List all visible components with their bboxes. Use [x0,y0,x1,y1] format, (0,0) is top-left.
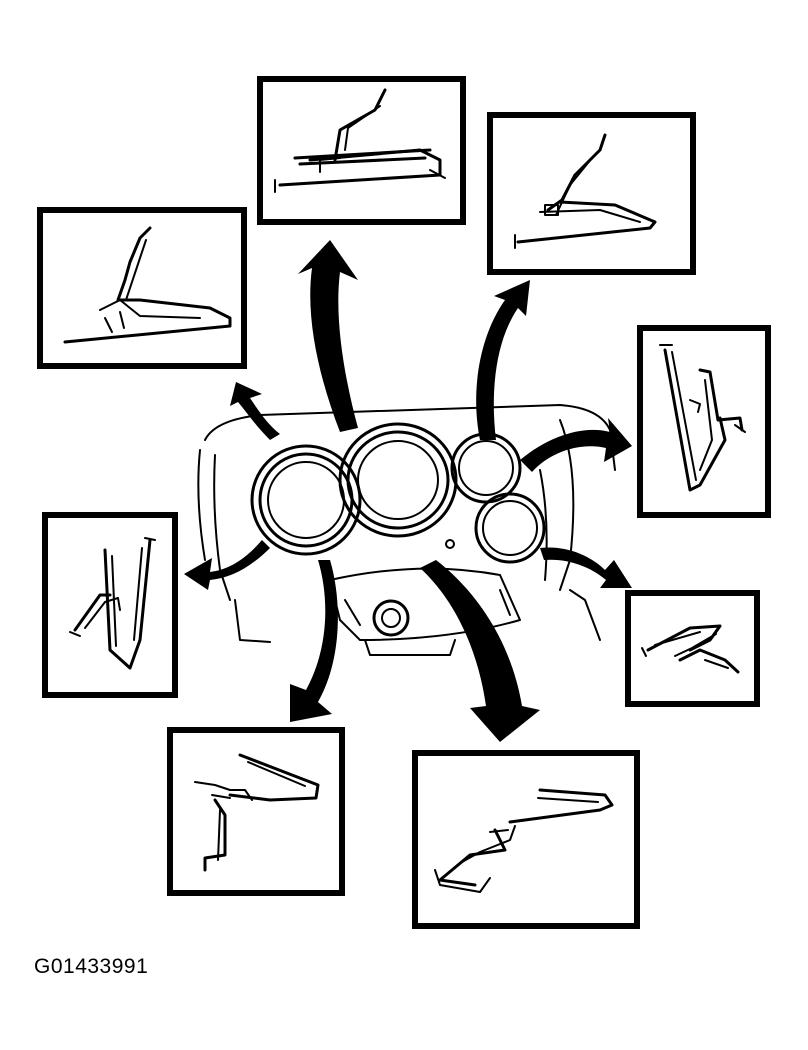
callout-arrow-right [520,418,632,472]
callout-arrow-bottom-left [290,560,338,722]
clip-detail-top [257,76,466,225]
callout-arrow-lower-right [540,547,632,588]
callout-arrow-top-left [230,382,280,440]
gauge-center [338,422,458,538]
clip-detail-bottom-left [167,727,345,896]
instrument-panel [197,404,616,656]
clip-detail-right [637,325,771,518]
clip-detail-upper-left [37,207,247,369]
figure-id-label: G01433991 [34,955,149,978]
gauge-upper-right [450,432,522,504]
callout-arrow-top-right [476,280,530,440]
clip-detail-left [42,512,178,698]
callout-arrow-left [184,540,270,590]
clip-detail-bottom-right [412,750,640,929]
clip-detail-top-right [487,112,696,275]
callout-arrow-top [298,240,358,432]
gauge-lower-right [474,492,546,564]
panel-screw-hole [445,539,455,549]
callout-arrow-bottom-right [420,560,540,742]
clip-detail-lower-right [625,590,760,707]
